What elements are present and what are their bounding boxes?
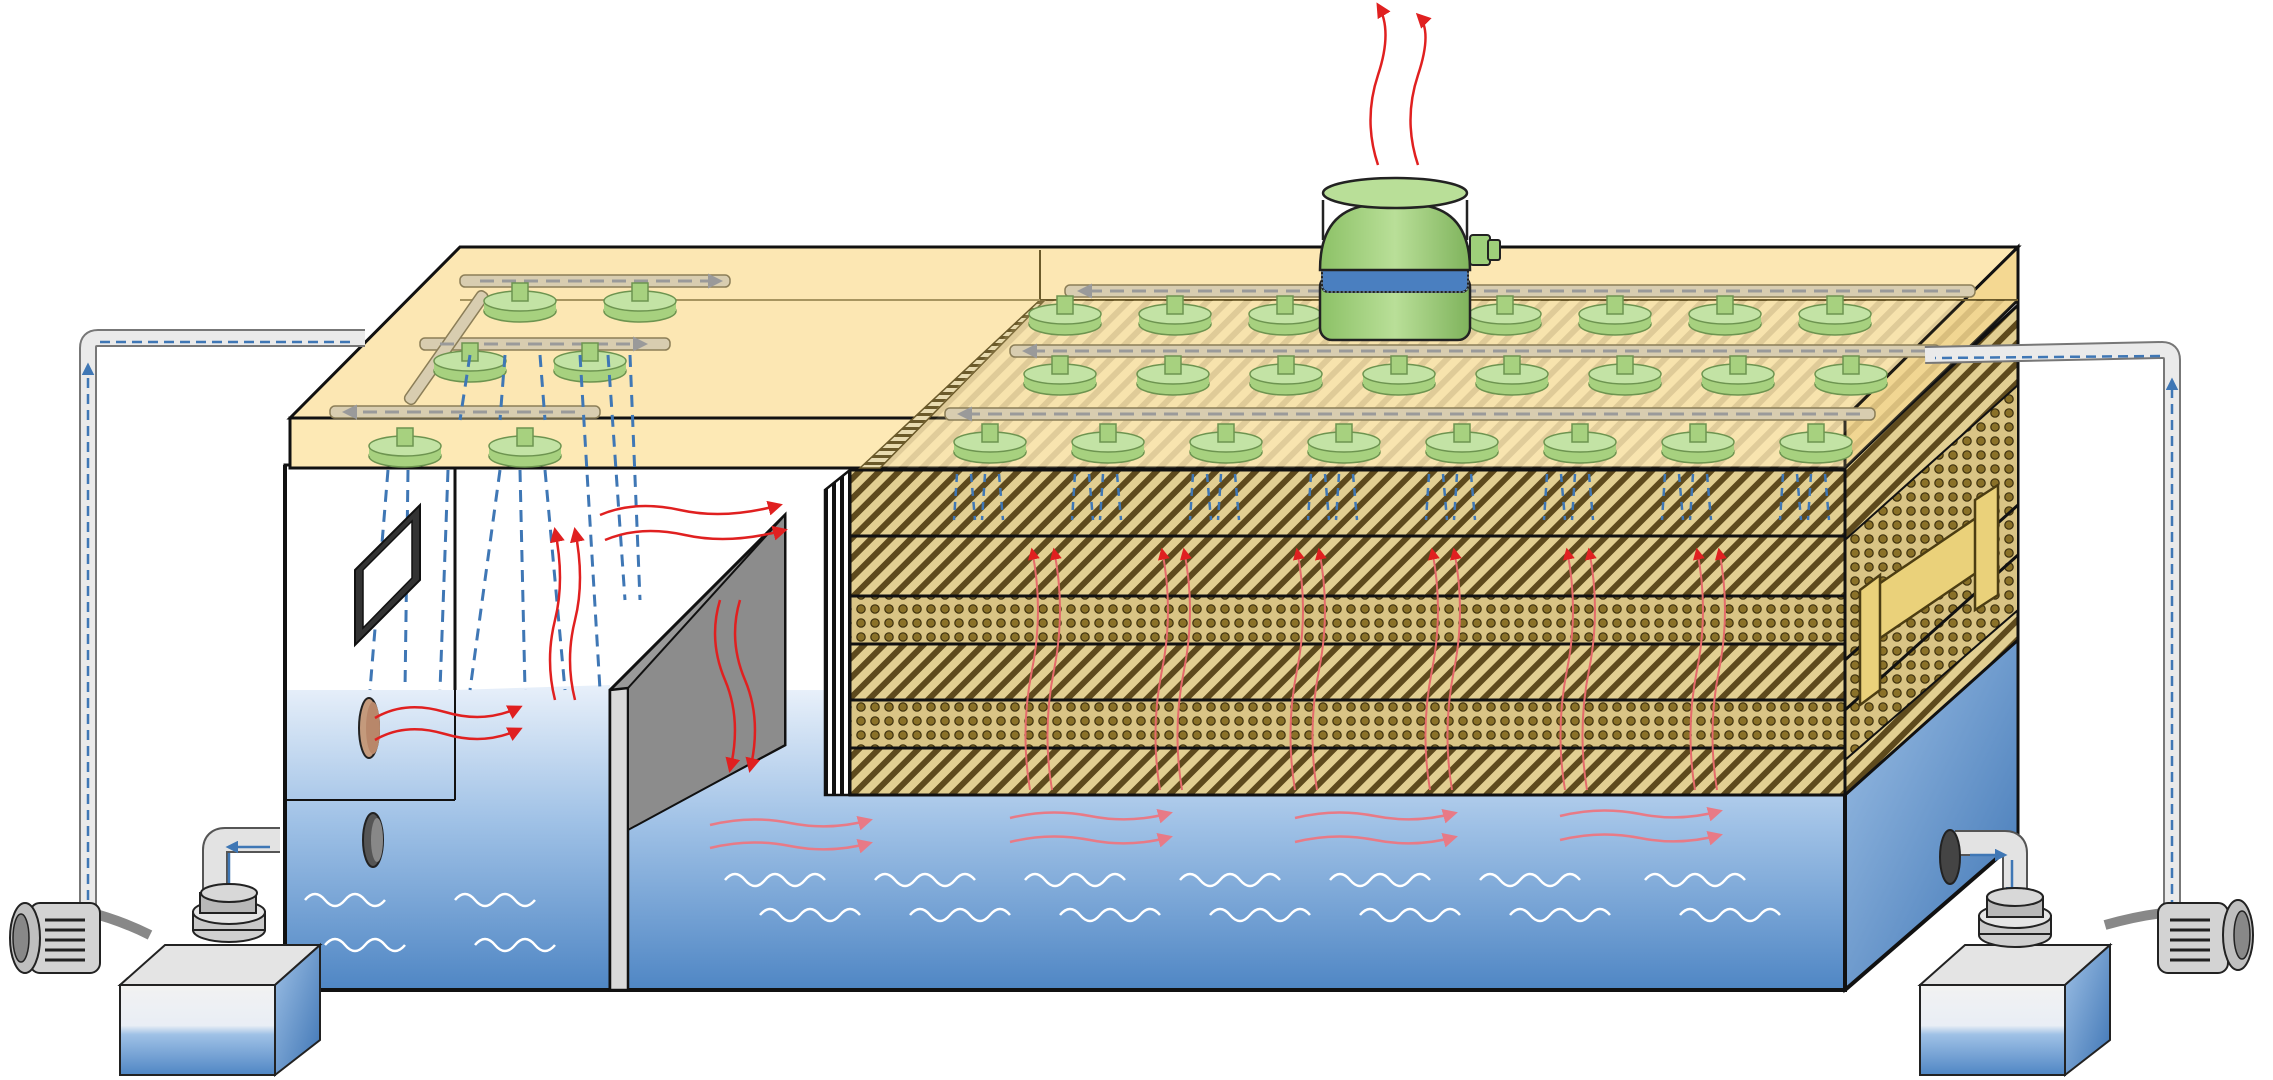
spray-nozzle-icon xyxy=(1138,295,1212,336)
spray-nozzle-icon xyxy=(1779,423,1853,464)
pump-motor-icon[interactable] xyxy=(2157,899,2254,974)
spray-nozzle-icon xyxy=(1307,423,1381,464)
spray-nozzle-icon xyxy=(953,423,1027,464)
water-ripples xyxy=(304,872,1781,953)
spray-nozzles xyxy=(368,282,1888,468)
spray-nozzle-icon xyxy=(368,427,442,468)
exhaust-fan-icon[interactable] xyxy=(1318,176,1501,342)
spray-nozzle-icon xyxy=(1248,295,1322,336)
spray-nozzle-icon xyxy=(603,282,677,323)
spray-nozzle-icon xyxy=(1425,423,1499,464)
water-tank-icon[interactable] xyxy=(1917,942,2113,1078)
media-airflow-arrows xyxy=(1024,547,1727,791)
water-surface-flow-arrows xyxy=(709,806,1723,854)
right-circulation-pipe xyxy=(1924,340,2181,930)
spray-nozzle-icon xyxy=(1701,355,1775,396)
spray-nozzle-icon xyxy=(1798,295,1872,336)
media-layer-2 xyxy=(848,534,1847,598)
spray-nozzle-icon xyxy=(1028,295,1102,336)
spray-nozzle-icon xyxy=(488,427,562,468)
spray-nozzle-icon xyxy=(1814,355,1888,396)
media-layer-3 xyxy=(848,594,1847,646)
air-inlet-port-icon[interactable] xyxy=(358,697,380,759)
media-layer-6 xyxy=(848,746,1847,797)
water-pump-icon[interactable] xyxy=(192,827,280,943)
airflow-arrows xyxy=(374,2,1432,773)
spray-nozzle-icon xyxy=(1249,355,1323,396)
drain-port-icon[interactable] xyxy=(362,812,384,868)
handle-icon[interactable] xyxy=(1858,482,2000,708)
baffle-plate xyxy=(608,511,787,992)
spray-nozzle-icon xyxy=(483,282,557,323)
media-spray-droplets xyxy=(952,473,1831,521)
spray-nozzle-icon xyxy=(1071,423,1145,464)
spray-nozzle-icon xyxy=(1661,423,1735,464)
spray-nozzle-icon xyxy=(1189,423,1263,464)
spray-nozzle-icon xyxy=(1023,355,1097,396)
spray-nozzle-icon xyxy=(1688,295,1762,336)
pump-motor-icon[interactable] xyxy=(9,902,101,974)
spray-pipes xyxy=(329,273,1976,422)
water-pump-icon[interactable] xyxy=(1939,829,2052,948)
spray-nozzle-icon xyxy=(1543,423,1617,464)
spray-nozzle-icon xyxy=(1136,355,1210,396)
left-compartment-water xyxy=(285,685,610,990)
water-tank-icon[interactable] xyxy=(117,942,323,1078)
spray-nozzle-icon xyxy=(1475,355,1549,396)
media-layer-5 xyxy=(848,698,1847,750)
spray-nozzle-icon xyxy=(1578,295,1652,336)
spray-nozzle-icon xyxy=(1362,355,1436,396)
media-frame-grille xyxy=(823,467,852,797)
spray-nozzle-icon xyxy=(1588,355,1662,396)
inspection-window-icon[interactable] xyxy=(354,502,421,648)
